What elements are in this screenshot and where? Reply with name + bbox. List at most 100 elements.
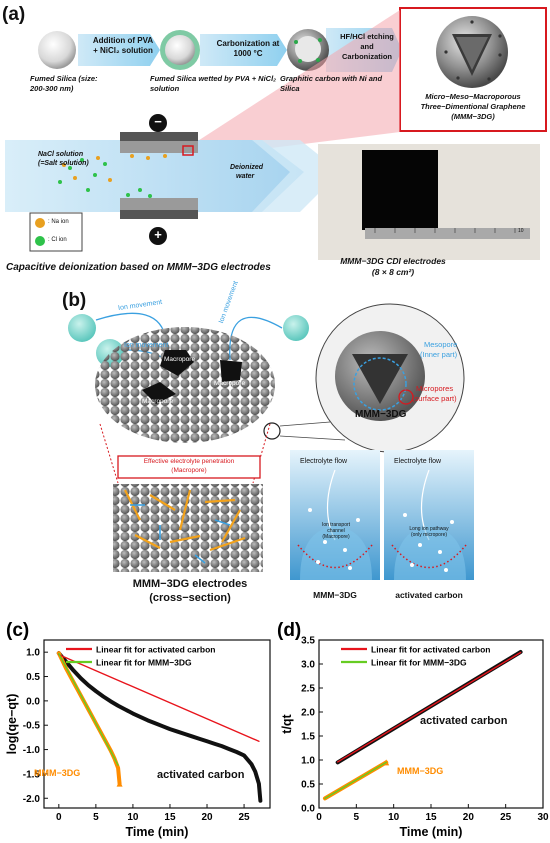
particle-cluster [95,327,275,443]
mesopore-label-2: (Inner part) [420,350,458,359]
chart-annotation: MMM−3DG [34,768,80,778]
chart-annotation: activated carbon [157,769,245,781]
ion-sphere-3 [283,315,309,341]
minus-terminal [149,114,167,132]
step1-arrow-text: Addition of PVA + NiCl₂ solution [92,36,154,55]
electrolyte-flow-right: Electrolyte flow [394,458,442,465]
outlet-label-1: Deionized [230,164,264,171]
y-tick-label: -2.0 [23,794,41,805]
effective-penetration-line2: (Macropore) [171,467,207,474]
legend-label: Linear fit for MMM−3DG [371,658,467,668]
panel-b-label: (b) [62,290,87,311]
effective-penetration-line1: Effective electrolyte penetration [143,458,235,465]
y-tick-label: 2.0 [301,708,315,719]
macropore-label-3: Macropore [214,380,246,387]
na-ion-marker [35,218,45,228]
graphitic-carbon-sphere [287,29,329,71]
y-tick-label: 2.5 [301,684,315,695]
fit-line [336,651,522,763]
cl-ion-marker [35,236,45,246]
panel-label: (d) [277,620,301,641]
process-arrow-2 [200,34,287,66]
macropore-label-1: Macropore [164,356,196,363]
y-axis-label: t/qt [280,713,294,733]
electrolyte-flow-left: Electrolyte flow [300,458,348,465]
y-tick-label: 3.5 [301,636,315,647]
photo-caption-2: (8 × 8 cm²) [371,267,415,277]
x-tick-label: 25 [239,812,251,823]
result-caption-line2: Three−Dimentional Graphene [420,102,526,111]
step2-caption: Fumed Silica wetted by PVA + NiCl₂ solut… [150,74,277,93]
photo-caption-1: MMM−3DG CDI electrodes [340,256,446,266]
ion-transport-left-3: (Macropore) [322,534,350,540]
inlet-label-2: (=Salt solution) [38,160,89,167]
process-arrow-1 [78,34,160,66]
result-caption-line3: (MMM−3DG) [451,112,495,121]
legend-label: Linear fit for activated carbon [96,645,216,655]
ion-transport-left-1: Ion transport [321,522,351,528]
inlet-label-1: NaCl solution [38,151,84,158]
step3-arrow-text: HF/HCl etching and Carbonization [340,32,394,61]
y-tick-label: 3.0 [301,660,315,671]
result-caption-line1: Micro−Meso−Macroporous [425,92,521,101]
y-axis-label: log(qe−qt) [5,694,19,755]
ion-legend [29,212,83,252]
step1-caption: Fumed Silica (size: 200-300 nm) [30,74,98,93]
panel-a-label: (a) [2,4,26,25]
cross-section-caption-1: MMM−3DG electrodes [132,578,248,590]
step2-arrow-text: Carbonization at 1000 °C [216,39,280,58]
plus-terminal [149,227,167,245]
mesopore-label-1: Mesopore [424,340,458,349]
fit-line [58,653,260,742]
step3-caption: Graphitic carbon with Ni and Silica [280,74,383,93]
chart-annotation: activated carbon [420,715,508,727]
zoom-wedge [190,10,400,158]
x-axis-label: Time (min) [400,825,463,839]
cdi-bottom-caption: Capacitive deionization based on MMM−3DG… [6,262,271,273]
legend-label: Linear fit for activated carbon [371,645,491,655]
micropores-label-1: Micropores [416,384,454,393]
fumed-silica-sphere [38,31,76,69]
legend-cl-label: : Cl ion [48,237,67,243]
ion-transport-right-1: Long ion pathway [409,526,449,532]
x-tick-label: 5 [93,812,99,823]
x-tick-label: 15 [425,812,437,823]
plus-sign: + [154,227,162,242]
data-series [56,651,263,803]
minus-sign: − [154,114,162,129]
x-tick-label: 10 [127,812,139,823]
micropores-label-2: (surface part) [412,394,457,403]
panel-label: (c) [6,620,29,641]
ion-sphere-1 [68,314,96,342]
legend-na-label: : Na ion [48,219,69,225]
tank-right-caption: activated carbon [395,590,463,600]
y-tick-label: 1.5 [301,732,315,743]
y-tick-label: 0.0 [301,804,315,815]
x-tick-label: 15 [164,812,176,823]
y-tick-label: -0.5 [23,721,41,732]
effective-penetration-box [117,455,261,479]
plot-frame [43,639,271,809]
ion-movement-label-2: Ion movement [124,342,169,349]
electrode-photo [318,144,540,260]
x-tick-label: 0 [56,812,62,823]
ruler-scale-text: 10 [518,228,524,234]
x-tick-label: 20 [463,812,475,823]
x-tick-label: 25 [500,812,512,823]
chart-annotation: MMM−3DG [397,766,443,776]
legend-label: Linear fit for MMM−3DG [96,658,192,668]
x-tick-label: 0 [316,812,322,823]
mmm-3dg-zoom-label: MMM−3DG [355,409,407,420]
y-tick-label: -1.5 [23,769,41,780]
x-tick-label: 20 [201,812,213,823]
y-tick-label: 0.5 [26,672,40,683]
data-series [56,651,122,786]
outlet-label-2: water [236,173,255,180]
x-tick-label: 30 [537,812,549,823]
y-tick-label: 1.0 [26,648,40,659]
y-tick-label: 0.0 [26,696,40,707]
fit-line [324,761,387,800]
wetted-silica-sphere [160,30,200,70]
